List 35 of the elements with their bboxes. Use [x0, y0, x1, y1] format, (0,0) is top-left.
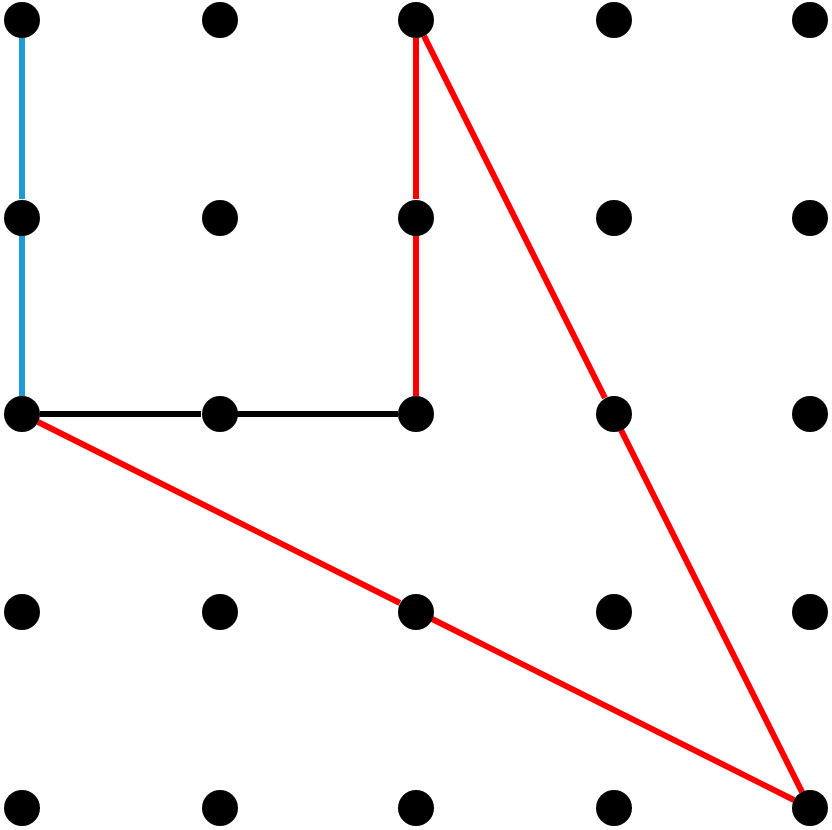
dot: [595, 790, 631, 826]
line-segment: [421, 34, 608, 400]
line-segment: [430, 616, 796, 803]
dot: [4, 199, 40, 235]
line-segment: [237, 411, 398, 417]
dot: [398, 790, 434, 826]
line-segment: [413, 235, 419, 396]
dot: [792, 790, 828, 826]
dot: [398, 396, 434, 432]
dot: [398, 2, 434, 38]
dot: [4, 396, 40, 432]
dot: [595, 199, 631, 235]
dot: [792, 396, 828, 432]
dot: [4, 790, 40, 826]
dot: [792, 2, 828, 38]
line-segment: [19, 38, 25, 199]
dot: [595, 396, 631, 432]
line-segment: [19, 235, 25, 396]
dot: [398, 593, 434, 629]
dot: [398, 199, 434, 235]
dot: [792, 593, 828, 629]
dot: [595, 2, 631, 38]
line-segment: [618, 428, 805, 794]
dot: [792, 199, 828, 235]
line-segment: [40, 411, 201, 417]
dot: [201, 2, 237, 38]
dot: [4, 2, 40, 38]
dot: [595, 593, 631, 629]
dot: [201, 396, 237, 432]
dot: [4, 593, 40, 629]
line-segment: [413, 38, 419, 199]
dot: [201, 593, 237, 629]
dot: [201, 199, 237, 235]
line-segment: [36, 419, 402, 606]
dot: [201, 790, 237, 826]
